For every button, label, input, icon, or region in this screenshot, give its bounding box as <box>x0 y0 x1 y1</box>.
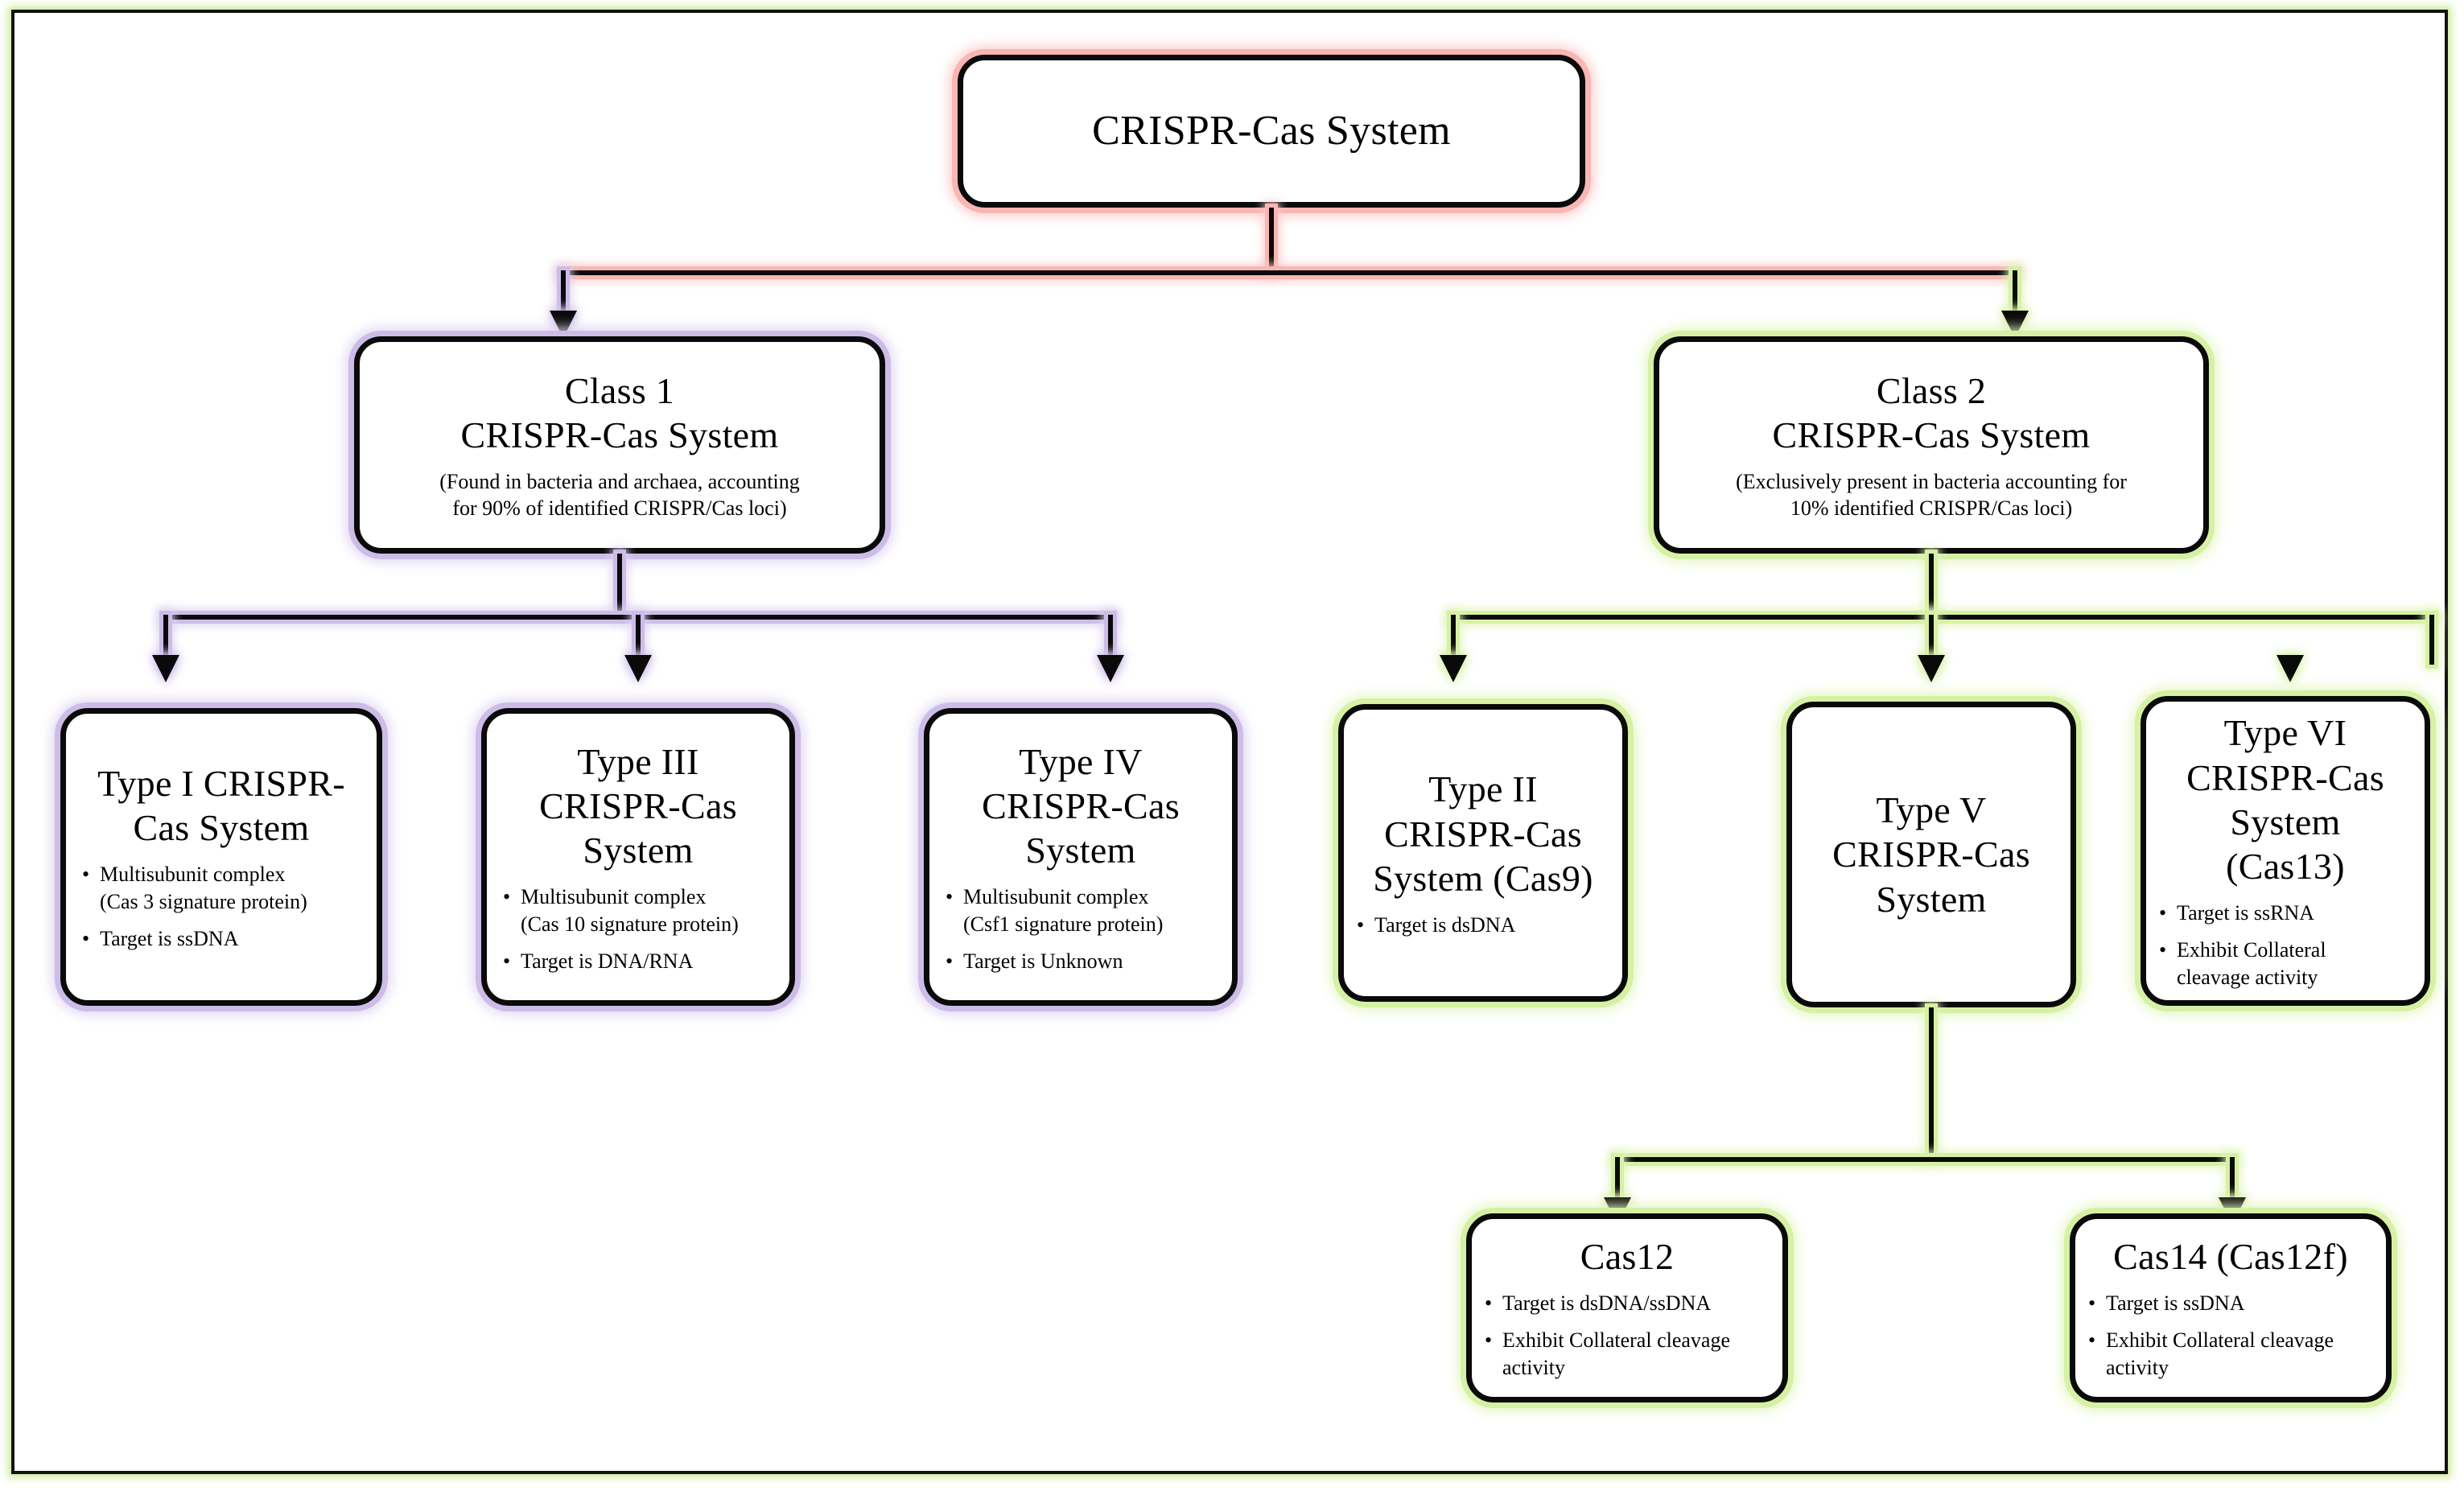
node-bullet-list: • Multisubunit complex (Cas 3 signature p… <box>76 861 367 952</box>
list-item-text: Target is Unknown <box>963 949 1123 973</box>
edge-typev-to-cas14 <box>2230 1157 2235 1207</box>
edge-class1-to-type3 <box>636 615 641 665</box>
list-item-text: Multisubunit complex (Cas 10 signature p… <box>521 885 739 936</box>
edge-class1-stem <box>617 554 622 616</box>
node-cas14[interactable]: Cas14 (Cas12f) • Target is ssDNA • Exhibit… <box>2070 1213 2392 1402</box>
node-bullet-list: • Multisubunit complex (Csf1 signature pr… <box>939 883 1222 974</box>
arrow-class2-to-type2 <box>1440 655 1467 682</box>
node-bullet-list: • Target is ssRNA • Exhibit Collateral cle… <box>2156 900 2415 991</box>
bullet-dot: • <box>503 949 511 973</box>
node-type-iv[interactable]: Type IV CRISPR-Cas System • Multisubunit … <box>924 708 1238 1006</box>
list-item-text: Target is dsDNA <box>1374 912 1516 937</box>
node-title: Type VI CRISPR-Cas System (Cas13) <box>2186 712 2384 887</box>
edge-typev-to-cas12 <box>1615 1157 1620 1207</box>
arrow-class2-to-type5 <box>1918 655 1945 682</box>
node-type-iii[interactable]: Type III CRISPR-Cas System • Multisubunit… <box>481 708 795 1006</box>
edge-class1-to-type4 <box>1108 615 1113 665</box>
arrow-root-to-class2 <box>2001 311 2029 338</box>
bullet-dot: • <box>2159 901 2167 925</box>
list-item-text: Exhibit Collateral cleavage activity <box>2177 937 2326 989</box>
node-bullet-list: • Target is dsDNA <box>1354 912 1613 939</box>
node-title: Class 2 CRISPR-Cas System <box>1772 369 2091 455</box>
list-item: • Exhibit Collateral cleavage activity <box>2156 937 2415 991</box>
list-item-text: Target is ssDNA <box>2106 1291 2245 1316</box>
bullet-dot: • <box>946 949 954 973</box>
list-item: • Exhibit Collateral cleavage activity <box>2085 1327 2376 1382</box>
arrow-class2-to-type6 <box>2277 655 2304 682</box>
list-item-text: Multisubunit complex (Cas 3 signature pr… <box>100 863 307 914</box>
node-title: Type IV CRISPR-Cas System <box>982 740 1180 871</box>
node-title: Type III CRISPR-Cas System <box>539 740 737 871</box>
list-item: • Exhibit Collateral cleavage activity <box>1481 1327 1773 1382</box>
node-title: Type V CRISPR-Cas System <box>1832 789 2030 920</box>
list-item: • Multisubunit complex (Cas 10 signature … <box>497 883 780 938</box>
node-type-v[interactable]: Type V CRISPR-Cas System <box>1786 702 2076 1007</box>
arrow-class1-to-type4 <box>1097 655 1124 682</box>
node-subtitle: (Exclusively present in bacteria account… <box>1736 469 2127 521</box>
list-item-text: Exhibit Collateral cleavage activity <box>1502 1328 1730 1379</box>
node-type-i[interactable]: Type I CRISPR- Cas System • Multisubunit … <box>60 708 382 1006</box>
node-root-crispr-cas-system[interactable]: CRISPR-Cas System <box>958 55 1585 208</box>
bullet-dot: • <box>2159 937 2167 962</box>
edge-class2-to-type5 <box>1929 615 1934 665</box>
node-bullet-list: • Target is dsDNA/ssDNA • Exhibit Collater… <box>1481 1290 1773 1381</box>
node-class-2[interactable]: Class 2 CRISPR-Cas System (Exclusively p… <box>1654 336 2209 554</box>
node-type-ii[interactable]: Type II CRISPR-Cas System (Cas9) • Target… <box>1338 704 1628 1002</box>
node-class-1[interactable]: Class 1 CRISPR-Cas System (Found in bact… <box>354 336 885 554</box>
edge-typev-stem <box>1929 1007 1934 1160</box>
bullet-dot: • <box>82 927 90 951</box>
node-bullet-list: • Multisubunit complex (Cas 10 signature … <box>497 883 780 974</box>
bullet-dot: • <box>2088 1291 2096 1316</box>
edge-class2-to-type2 <box>1451 615 1456 665</box>
node-bullet-list: • Target is ssDNA • Exhibit Collateral cle… <box>2085 1290 2376 1381</box>
bullet-dot: • <box>503 885 511 909</box>
arrow-class1-to-type1 <box>152 655 179 682</box>
list-item: • Target is dsDNA <box>1354 912 1613 939</box>
edge-root-bus <box>561 270 2017 275</box>
node-title: Type I CRISPR- Cas System <box>97 763 345 849</box>
node-title: Cas12 <box>1580 1236 1675 1278</box>
list-item-text: Target is dsDNA/ssDNA <box>1502 1291 1712 1316</box>
arrow-root-to-class1 <box>550 311 577 338</box>
bullet-dot: • <box>82 863 90 887</box>
bullet-dot: • <box>1485 1328 1493 1353</box>
node-title: Cas14 (Cas12f) <box>2113 1236 2348 1278</box>
edge-class2-to-type6 <box>2429 615 2434 665</box>
list-item-text: Exhibit Collateral cleavage activity <box>2106 1328 2334 1379</box>
node-subtitle: (Found in bacteria and archaea, accounti… <box>439 469 800 521</box>
bullet-dot: • <box>946 885 954 909</box>
bullet-dot: • <box>2088 1328 2096 1353</box>
node-title: Type II CRISPR-Cas System (Cas9) <box>1373 768 1593 899</box>
list-item: • Target is dsDNA/ssDNA <box>1481 1290 1773 1317</box>
node-type-vi[interactable]: Type VI CRISPR-Cas System (Cas13) • Targe… <box>2141 696 2430 1006</box>
list-item-text: Target is ssRNA <box>2177 901 2315 925</box>
list-item: • Multisubunit complex (Csf1 signature pr… <box>939 883 1222 938</box>
list-item: • Target is ssDNA <box>2085 1290 2376 1317</box>
list-item: • Target is Unknown <box>939 948 1222 975</box>
edge-class2-stem <box>1929 554 1934 616</box>
list-item-text: Target is DNA/RNA <box>521 949 694 973</box>
list-item-text: Multisubunit complex (Csf1 signature pro… <box>963 885 1164 936</box>
node-cas12[interactable]: Cas12 • Target is dsDNA/ssDNA • Exhibit Co… <box>1466 1213 1788 1402</box>
list-item-text: Target is ssDNA <box>100 927 239 951</box>
edge-class2-bus <box>1451 615 2434 620</box>
bullet-dot: • <box>1357 912 1365 937</box>
node-title: Class 1 CRISPR-Cas System <box>460 369 779 455</box>
node-title: CRISPR-Cas System <box>1092 107 1451 154</box>
list-item: • Target is ssDNA <box>76 925 367 953</box>
edge-root-to-class2 <box>2013 270 2017 320</box>
edge-root-to-class1 <box>561 270 566 320</box>
arrow-class1-to-type3 <box>624 655 652 682</box>
edge-root-stem <box>1269 208 1274 272</box>
edge-typev-bus <box>1615 1157 2235 1162</box>
bullet-dot: • <box>1485 1291 1493 1316</box>
outer-frame-border <box>11 10 2448 1474</box>
list-item: • Target is ssRNA <box>2156 900 2415 927</box>
list-item: • Multisubunit complex (Cas 3 signature p… <box>76 861 367 916</box>
edge-class1-to-type1 <box>163 615 168 665</box>
list-item: • Target is DNA/RNA <box>497 948 780 975</box>
